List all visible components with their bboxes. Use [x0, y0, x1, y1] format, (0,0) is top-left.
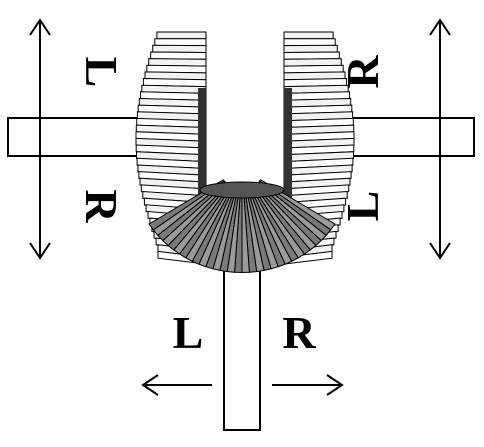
left-shaft-bottom-label: R [76, 189, 127, 223]
gear-tooth [283, 44, 338, 54]
left-vertical-double-arrow-icon [29, 18, 51, 260]
gear-tooth [156, 31, 207, 40]
gear-tooth [283, 51, 340, 60]
right-bevel-gear [283, 31, 355, 265]
bottom-right-arrow-icon [272, 374, 344, 396]
bottom-shaft-right-label: R [282, 307, 316, 358]
gear-tooth [150, 51, 207, 60]
gear-tooth [154, 38, 207, 47]
gear-tooth [152, 44, 207, 54]
right-vertical-double-arrow-icon [429, 18, 451, 260]
gear-inner-face [198, 88, 206, 198]
right-shaft-bottom-label: L [337, 191, 388, 222]
bottom-shaft-left-label: L [173, 307, 204, 358]
gear-tooth [283, 38, 336, 47]
bottom-shaft [223, 261, 261, 431]
right-shaft-top-label: R [337, 55, 388, 89]
gear-inner-face [284, 88, 292, 198]
left-shaft-top-label: L [76, 57, 127, 88]
gear-tooth [283, 31, 334, 40]
left-shaft [7, 117, 141, 157]
right-shaft [341, 117, 475, 157]
left-bevel-gear [135, 31, 207, 265]
bottom-bevel-gear [148, 179, 336, 274]
bottom-left-arrow-icon [141, 374, 212, 396]
gear-hub [199, 181, 285, 199]
